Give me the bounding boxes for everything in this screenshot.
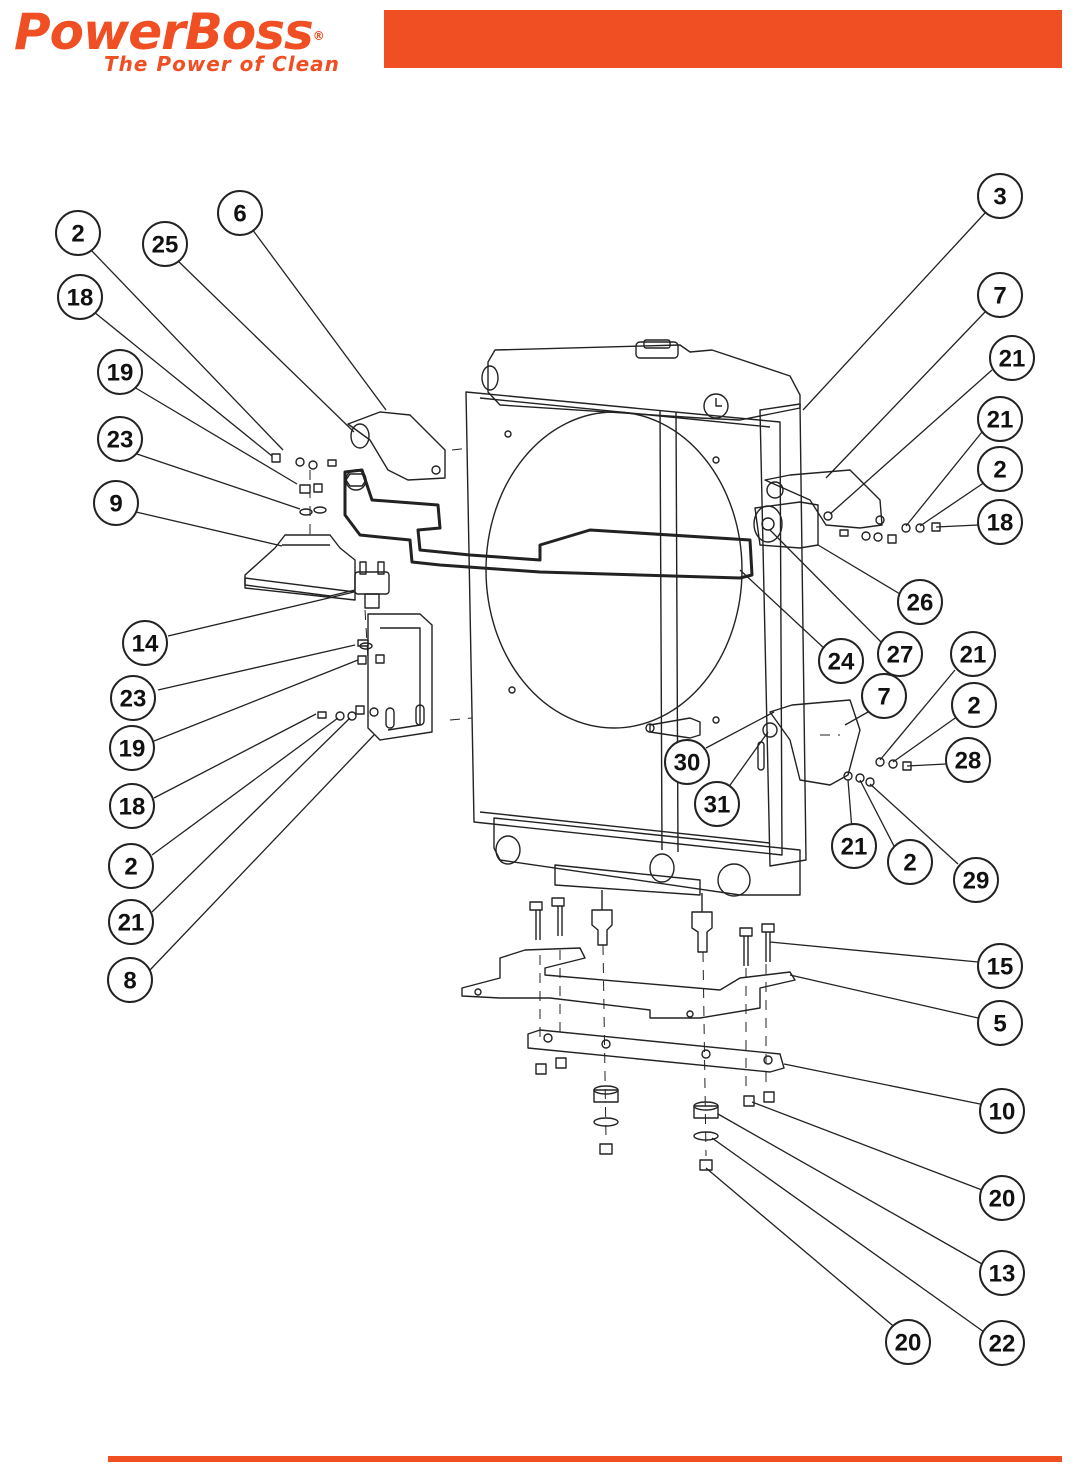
callout-number: 7 xyxy=(877,684,890,711)
powerboss-logo: PowerBoss® xyxy=(14,2,325,62)
isolator xyxy=(354,571,390,595)
callout-number: 23 xyxy=(120,686,147,713)
callout-number: 18 xyxy=(67,285,94,312)
callout-number: 13 xyxy=(989,1261,1016,1288)
callout-number: 21 xyxy=(841,834,868,861)
gauge xyxy=(703,393,729,419)
brand-tagline: The Power of Clean xyxy=(104,52,340,76)
callout-numbers: 2 25 6 18 19 23 9 14 23 19 18 2 21 8 3 7… xyxy=(67,184,1026,1358)
callout-number: 21 xyxy=(960,642,987,669)
callout-number: 22 xyxy=(989,1331,1016,1358)
header: PowerBoss® The Power of Clean xyxy=(0,0,1084,90)
callout-bubbles xyxy=(55,173,1035,1366)
bracket-left-upper xyxy=(347,411,446,481)
bracket-9 xyxy=(244,534,356,597)
support-bar xyxy=(343,468,754,580)
callout-number: 31 xyxy=(704,792,731,819)
radiator-top-tank xyxy=(487,344,801,421)
registered-mark: ® xyxy=(312,29,325,43)
callout-number: 6 xyxy=(233,201,246,228)
bracket-right-upper xyxy=(764,469,883,529)
callout-number: 27 xyxy=(887,642,914,669)
callout-number: 5 xyxy=(993,1011,1006,1038)
callout-number: 14 xyxy=(132,631,159,658)
callout-number: 25 xyxy=(152,232,179,259)
footer-bar xyxy=(108,1456,1062,1462)
bracket-right-lower xyxy=(769,699,861,786)
base-bracket xyxy=(461,947,796,1019)
radiator-core xyxy=(465,391,783,856)
sensor xyxy=(649,717,701,739)
callout-number: 20 xyxy=(989,1186,1016,1213)
callout-number: 2 xyxy=(903,850,916,877)
callout-number: 26 xyxy=(907,590,934,617)
callout-number: 23 xyxy=(107,427,134,454)
callout-number: 21 xyxy=(987,407,1014,434)
callout-number: 10 xyxy=(989,1099,1016,1126)
header-bar xyxy=(384,10,1062,68)
callout-number: 7 xyxy=(993,283,1006,310)
callout-number: 19 xyxy=(119,736,146,763)
callout-number: 21 xyxy=(999,346,1026,373)
callout-number: 21 xyxy=(118,910,145,937)
callout-number: 20 xyxy=(895,1330,922,1357)
callout-number: 19 xyxy=(107,360,134,387)
brand-name: PowerBoss xyxy=(14,3,314,61)
callout-number: 2 xyxy=(967,693,980,720)
radiator-side-tank xyxy=(759,403,807,867)
callout-number: 3 xyxy=(993,184,1006,211)
callout-number: 30 xyxy=(674,750,701,777)
callout-number: 18 xyxy=(987,510,1014,537)
callout-number: 2 xyxy=(993,457,1006,484)
radiator-cap xyxy=(635,341,679,359)
leader-lines xyxy=(89,212,993,1333)
callout-number: 29 xyxy=(963,868,990,895)
callout-number: 15 xyxy=(987,954,1014,981)
callout-number: 9 xyxy=(109,491,122,518)
callout-number: 8 xyxy=(123,968,136,995)
bracket-8 xyxy=(367,613,433,741)
callout-number: 2 xyxy=(124,854,137,881)
callout-number: 24 xyxy=(828,649,855,676)
callout-number: 18 xyxy=(119,794,146,821)
callout-number: 28 xyxy=(955,748,982,775)
fan-opening xyxy=(485,411,743,729)
callout-number: 2 xyxy=(71,221,84,248)
